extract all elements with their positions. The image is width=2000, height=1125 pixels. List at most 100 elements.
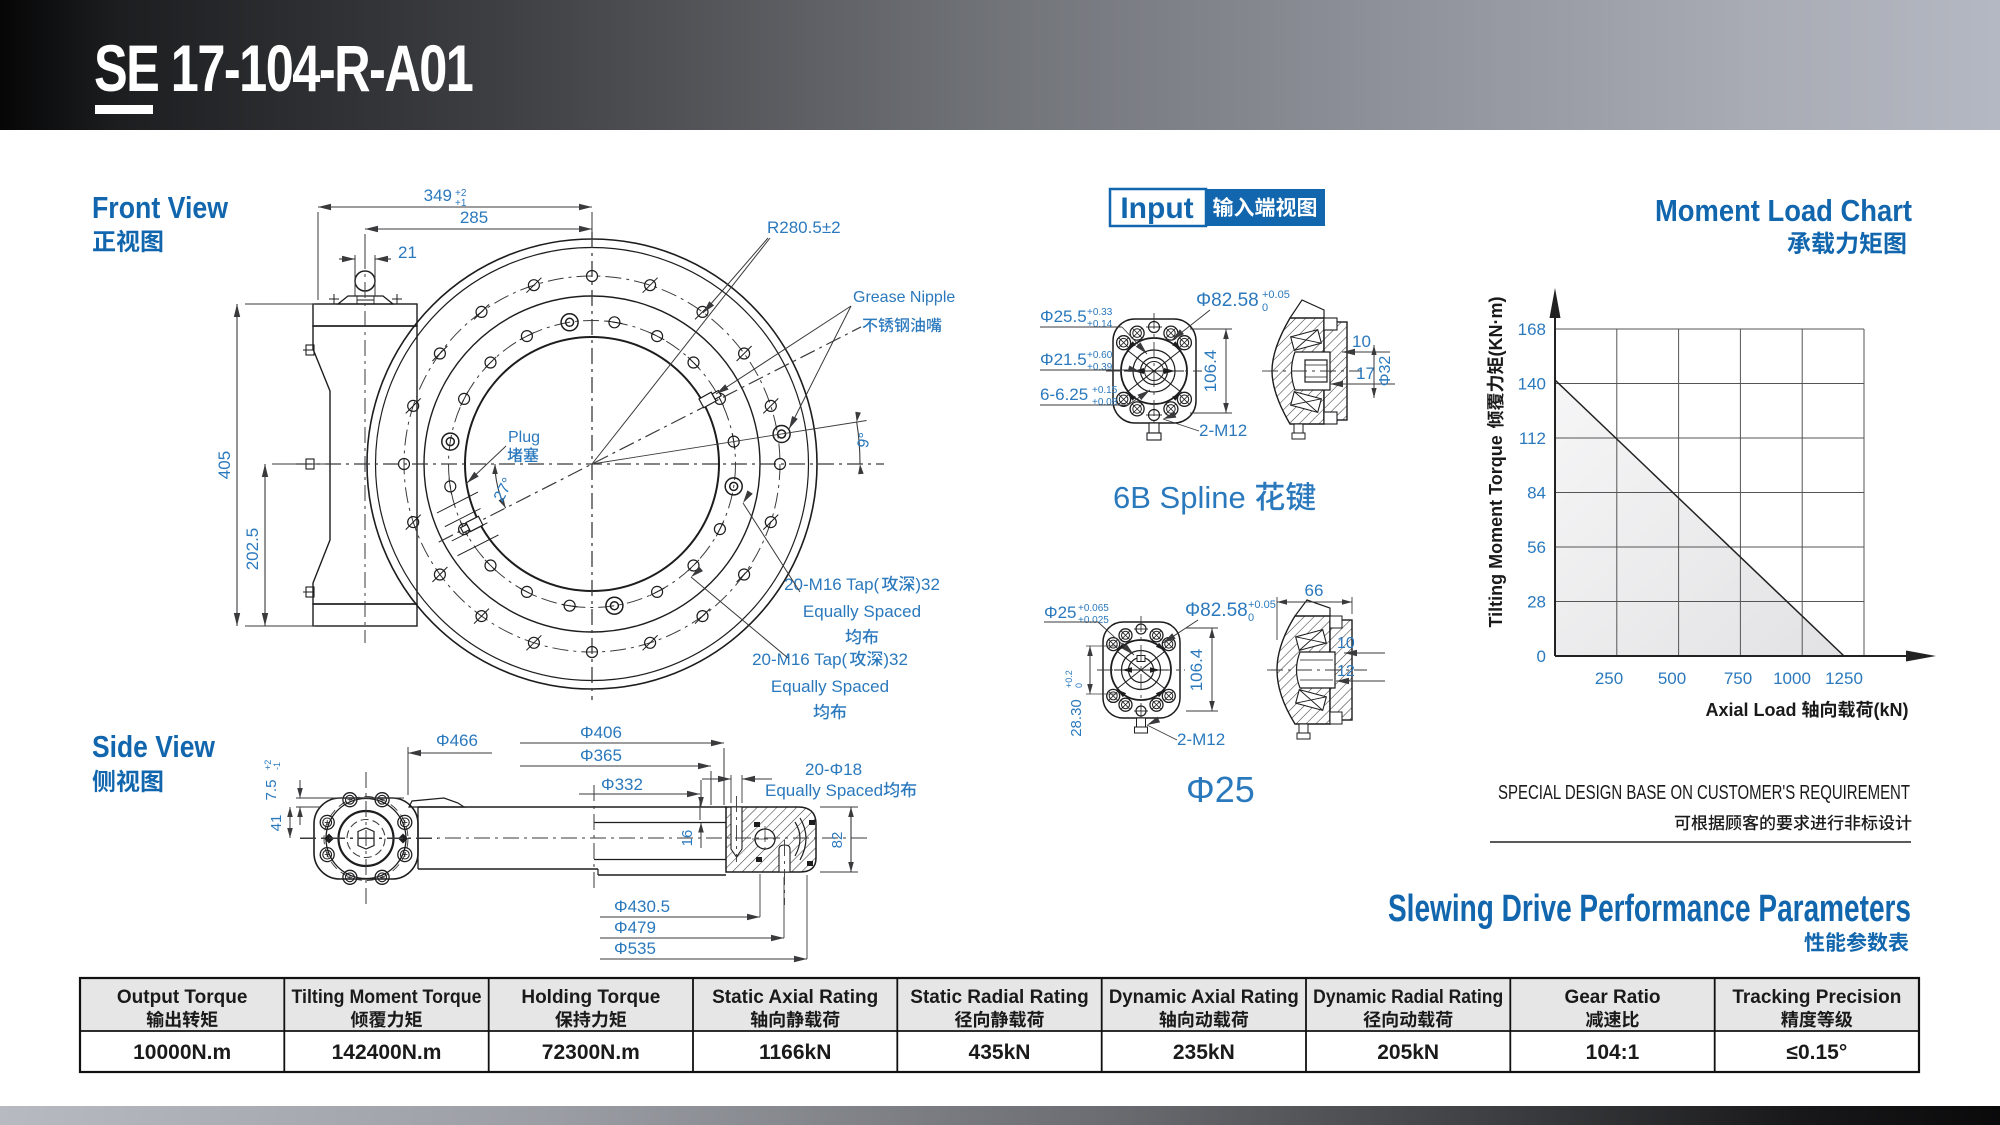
svg-text:20-M16 Tap(: 20-M16 Tap( bbox=[784, 575, 879, 594]
svg-text:Grease Nipple: Grease Nipple bbox=[853, 289, 955, 306]
svg-text:56: 56 bbox=[1527, 538, 1546, 557]
svg-text:1250: 1250 bbox=[1825, 669, 1863, 688]
svg-text:Holding Torque: Holding Torque bbox=[521, 987, 660, 1008]
svg-text:235kN: 235kN bbox=[1173, 1041, 1235, 1064]
svg-text:20-M16 Tap(: 20-M16 Tap( bbox=[752, 650, 847, 669]
svg-text:Φ82.58: Φ82.58 bbox=[1185, 600, 1248, 621]
svg-text:500: 500 bbox=[1658, 669, 1686, 688]
svg-text:Φ535: Φ535 bbox=[614, 939, 656, 958]
svg-text:+0.025: +0.025 bbox=[1078, 615, 1109, 626]
svg-text:66: 66 bbox=[1305, 581, 1324, 600]
svg-text:285: 285 bbox=[460, 208, 488, 227]
svg-text:84: 84 bbox=[1527, 484, 1546, 503]
svg-text:-1: -1 bbox=[272, 762, 282, 770]
svg-text:41: 41 bbox=[268, 815, 285, 832]
svg-text:10: 10 bbox=[1352, 332, 1371, 351]
svg-text:Side View: Side View bbox=[92, 729, 216, 764]
svg-text:Φ82.58: Φ82.58 bbox=[1196, 290, 1259, 311]
svg-text:12: 12 bbox=[1337, 663, 1355, 680]
svg-text:Equally Spaced: Equally Spaced bbox=[765, 781, 883, 800]
svg-text:435kN: 435kN bbox=[969, 1041, 1031, 1064]
svg-text:349: 349 bbox=[424, 186, 452, 205]
svg-text:+0.33: +0.33 bbox=[1087, 307, 1113, 318]
svg-text:28: 28 bbox=[1527, 593, 1546, 612]
svg-text:0: 0 bbox=[1248, 612, 1254, 624]
svg-text:Φ466: Φ466 bbox=[436, 731, 478, 750]
svg-text:≤0.15°: ≤0.15° bbox=[1786, 1041, 1847, 1064]
svg-text:)32: )32 bbox=[915, 575, 940, 594]
svg-text:Equally Spaced: Equally Spaced bbox=[803, 602, 921, 621]
svg-text:Dynamic Axial Rating: Dynamic Axial Rating bbox=[1109, 987, 1299, 1008]
svg-text:28.30: 28.30 bbox=[1068, 699, 1085, 737]
svg-text:82: 82 bbox=[829, 832, 846, 849]
svg-text:27°: 27° bbox=[491, 475, 517, 504]
svg-text:10: 10 bbox=[1337, 635, 1355, 652]
svg-text:72300N.m: 72300N.m bbox=[542, 1041, 640, 1064]
svg-text:21: 21 bbox=[398, 243, 417, 262]
svg-text:Equally Spaced: Equally Spaced bbox=[771, 677, 889, 696]
svg-text:(KN·m): (KN·m) bbox=[1486, 297, 1506, 357]
svg-text:202.5: 202.5 bbox=[243, 528, 262, 571]
svg-text:R280.5±2: R280.5±2 bbox=[767, 218, 841, 237]
svg-text:+0.60: +0.60 bbox=[1087, 350, 1113, 361]
svg-text:250: 250 bbox=[1595, 669, 1623, 688]
svg-text:+0.15: +0.15 bbox=[1092, 385, 1118, 396]
svg-text:+2: +2 bbox=[455, 188, 467, 199]
svg-text:Φ25: Φ25 bbox=[1186, 769, 1255, 810]
svg-text:2-M12: 2-M12 bbox=[1199, 421, 1247, 440]
svg-text:106.4: 106.4 bbox=[1187, 649, 1206, 692]
svg-text:Tilting Moment Torque: Tilting Moment Torque bbox=[292, 987, 482, 1008]
svg-text:140: 140 bbox=[1518, 375, 1546, 394]
svg-text:Φ430.5: Φ430.5 bbox=[614, 897, 670, 916]
svg-text:6B Spline: 6B Spline bbox=[1113, 480, 1246, 515]
svg-text:Front View: Front View bbox=[92, 190, 229, 225]
svg-text:Tilting Moment Torque: Tilting Moment Torque bbox=[1486, 435, 1506, 627]
svg-text:Axial Load: Axial Load bbox=[1706, 700, 1797, 720]
svg-text:104:1: 104:1 bbox=[1586, 1041, 1640, 1064]
svg-text:Φ365: Φ365 bbox=[580, 746, 622, 765]
svg-text:10000N.m: 10000N.m bbox=[133, 1041, 231, 1064]
svg-text:112: 112 bbox=[1519, 429, 1546, 448]
svg-text:1000: 1000 bbox=[1773, 669, 1811, 688]
svg-text:+0.05: +0.05 bbox=[1262, 289, 1290, 301]
svg-text:)32: )32 bbox=[883, 650, 908, 669]
svg-text:168: 168 bbox=[1518, 320, 1546, 339]
svg-text:Φ25.5: Φ25.5 bbox=[1040, 307, 1087, 326]
svg-text:Tracking Precision: Tracking Precision bbox=[1732, 987, 1901, 1008]
svg-text:Φ332: Φ332 bbox=[601, 775, 643, 794]
svg-text:Static Axial Rating: Static Axial Rating bbox=[712, 987, 878, 1008]
svg-text:Plug: Plug bbox=[508, 429, 540, 446]
svg-text:+0.065: +0.065 bbox=[1078, 603, 1109, 614]
svg-text:+0.08: +0.08 bbox=[1092, 397, 1118, 408]
svg-text:17: 17 bbox=[1356, 364, 1375, 383]
svg-text:1166kN: 1166kN bbox=[759, 1041, 831, 1064]
svg-text:Φ479: Φ479 bbox=[614, 918, 656, 937]
svg-text:Output Torque: Output Torque bbox=[117, 987, 248, 1008]
svg-text:0: 0 bbox=[1537, 647, 1546, 666]
svg-text:7.5: 7.5 bbox=[263, 780, 280, 801]
svg-text:405: 405 bbox=[215, 451, 234, 479]
svg-text:+0.14: +0.14 bbox=[1087, 319, 1113, 330]
svg-text:16: 16 bbox=[679, 830, 696, 847]
svg-text:Slewing Drive Performance Para: Slewing Drive Performance Parameters bbox=[1388, 888, 1911, 930]
svg-text:(kN): (kN) bbox=[1874, 700, 1909, 720]
svg-text:Φ21.5: Φ21.5 bbox=[1040, 350, 1087, 369]
svg-text:+0.39: +0.39 bbox=[1087, 362, 1113, 373]
svg-text:750: 750 bbox=[1724, 669, 1752, 688]
svg-text:+1: +1 bbox=[455, 198, 467, 209]
svg-text:Φ32: Φ32 bbox=[1377, 356, 1394, 387]
svg-text:142400N.m: 142400N.m bbox=[332, 1041, 442, 1064]
svg-text:Gear Ratio: Gear Ratio bbox=[1564, 987, 1660, 1008]
svg-text:6-6.25: 6-6.25 bbox=[1040, 385, 1088, 404]
svg-text:Moment Load Chart: Moment Load Chart bbox=[1655, 193, 1912, 228]
svg-text:20-Φ18: 20-Φ18 bbox=[805, 760, 862, 779]
svg-text:106.4: 106.4 bbox=[1201, 350, 1220, 393]
svg-text:SPECIAL DESIGN BASE ON CUSTOME: SPECIAL DESIGN BASE ON CUSTOMER'S REQUIR… bbox=[1498, 782, 1910, 804]
svg-text:2-M12: 2-M12 bbox=[1177, 730, 1225, 749]
svg-text:Φ406: Φ406 bbox=[580, 723, 622, 742]
svg-text:Static Radial Rating: Static Radial Rating bbox=[910, 987, 1088, 1008]
svg-text:0: 0 bbox=[1074, 683, 1084, 688]
svg-text:9°: 9° bbox=[855, 431, 874, 449]
svg-text:Φ25: Φ25 bbox=[1044, 603, 1076, 622]
svg-text:+0.05: +0.05 bbox=[1248, 599, 1276, 611]
